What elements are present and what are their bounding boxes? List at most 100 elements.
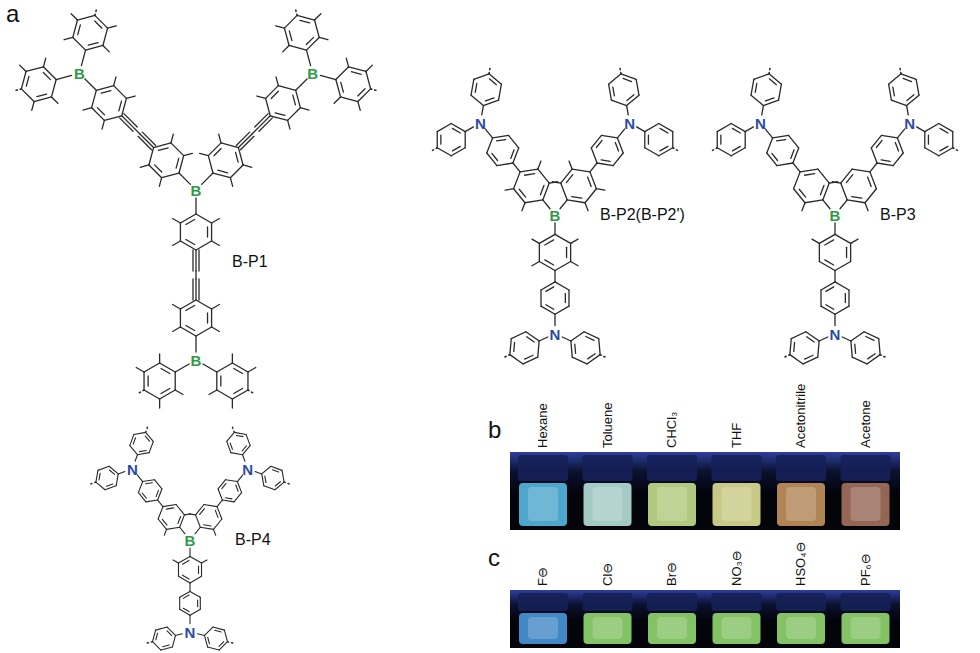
- vial-glow: [657, 617, 687, 639]
- ring-bond: [190, 576, 202, 583]
- ring-bond: [162, 173, 179, 178]
- ring-bond: [867, 355, 880, 364]
- methyl-bond: [140, 165, 149, 167]
- methyl-bond: [596, 189, 604, 190]
- ring-bond: [201, 563, 202, 576]
- bond-line: [189, 548, 190, 556]
- methyl-bond: [346, 58, 348, 67]
- methyl-bond: [184, 153, 193, 155]
- double-bond: [755, 83, 757, 92]
- bond-line: [897, 129, 904, 138]
- double-bond: [156, 633, 158, 639]
- ring-bond: [196, 300, 212, 309]
- double-bond: [826, 305, 834, 310]
- bond-line: [195, 336, 196, 352]
- ring-bond: [865, 189, 876, 203]
- ring-bond: [925, 124, 939, 132]
- bond-line: [917, 127, 925, 132]
- bond-line: [296, 79, 307, 90]
- double-bond: [182, 575, 188, 579]
- bond-line: [217, 500, 222, 507]
- bond-line: [175, 364, 189, 372]
- bond-line: [560, 200, 567, 209]
- double-bond: [660, 128, 668, 133]
- ring-bond: [852, 169, 870, 172]
- nitrogen-atom: N: [185, 624, 196, 639]
- ring-bond: [218, 489, 222, 500]
- ring-bond: [247, 372, 248, 390]
- bond-line: [320, 75, 335, 79]
- ring-bond: [21, 71, 26, 88]
- double-bond: [109, 470, 114, 474]
- double-bond: [215, 630, 221, 632]
- methyl-bond: [571, 261, 578, 265]
- polymer-link: [769, 66, 770, 74]
- ring-bond: [213, 627, 224, 630]
- ring-bond: [510, 355, 523, 364]
- polymer-link: [146, 425, 149, 433]
- double-bond: [275, 113, 285, 116]
- double-bond: [225, 498, 232, 499]
- double-bond: [519, 189, 525, 197]
- double-bond: [566, 175, 572, 183]
- ring-bond: [227, 432, 235, 441]
- ring-bond: [514, 189, 525, 203]
- ring-bond: [835, 306, 849, 314]
- vial-label: NO₃⊖: [729, 550, 745, 586]
- methyl-bond: [159, 399, 160, 408]
- ring-bond: [51, 80, 56, 97]
- vial-solution: [648, 483, 696, 526]
- ring-bond: [138, 482, 142, 493]
- ring-bond: [146, 432, 154, 441]
- ring-bond: [568, 290, 569, 306]
- ring-bond: [525, 200, 543, 203]
- double-bond: [572, 197, 582, 199]
- bond-line: [179, 173, 190, 184]
- bond-line: [485, 129, 492, 138]
- ring-bond: [204, 627, 212, 635]
- methyl-bond: [505, 189, 513, 190]
- ring-bond: [591, 135, 601, 148]
- vial-label: Acetonitrile: [793, 384, 809, 448]
- vial-label: HSO₄⊖: [793, 542, 809, 586]
- double-bond: [623, 78, 632, 81]
- methyl-bond: [248, 368, 256, 373]
- ring-bond: [226, 480, 238, 482]
- ring-bond: [218, 480, 225, 489]
- ring-bond: [234, 493, 241, 502]
- bond-line: [255, 472, 262, 474]
- vial-photographs: [510, 452, 900, 648]
- double-bond: [527, 337, 534, 342]
- ring-bond: [96, 470, 98, 482]
- ring-bond: [779, 84, 782, 100]
- ring-bond: [841, 183, 847, 200]
- double-bond: [893, 87, 895, 96]
- ring-bond: [262, 466, 271, 474]
- triple-bond: [198, 250, 199, 271]
- triple-bond: [236, 132, 249, 145]
- bond-line: [834, 223, 835, 234]
- ring-bond: [509, 135, 519, 148]
- methyl-bond: [552, 182, 560, 183]
- ring-bond: [180, 327, 196, 336]
- vial-solution: [713, 483, 761, 526]
- methyl-bond: [334, 97, 340, 103]
- ring-bond: [96, 482, 105, 490]
- methyl-bond: [173, 219, 181, 224]
- ring-bond: [208, 647, 219, 650]
- ring-bond: [156, 627, 167, 630]
- methyl-bond: [209, 390, 217, 395]
- ring-bond: [451, 124, 465, 132]
- methyl-bond: [230, 178, 232, 187]
- photo-ground: [510, 452, 900, 530]
- nitrogen-atom: N: [475, 115, 486, 130]
- compound-name: B-P2(B-P2'): [600, 207, 685, 223]
- ring-bond: [266, 98, 271, 115]
- vial-cap: [841, 593, 891, 611]
- ring-bond: [92, 90, 97, 107]
- methyl-bond: [366, 65, 372, 71]
- ring-bond: [219, 642, 227, 650]
- ring-bond: [523, 357, 538, 364]
- double-bond: [854, 344, 856, 353]
- ring-bond: [717, 132, 718, 148]
